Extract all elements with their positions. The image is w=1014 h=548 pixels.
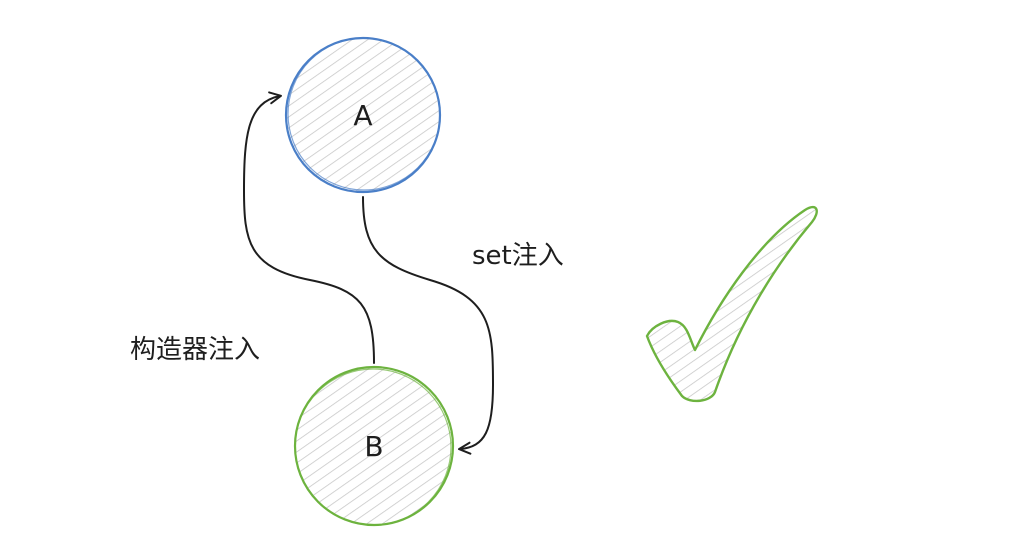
edge-a-to-b: set注入: [362, 196, 564, 455]
node-a: A: [284, 36, 442, 194]
checkmark-icon-shape: [645, 205, 818, 403]
checkmark-icon: [645, 205, 818, 403]
edge-a-to-b-arrow: [362, 196, 495, 455]
node-b-circle-sketch: [294, 368, 452, 526]
node-a-label: A: [353, 99, 372, 132]
edge-a-to-b-label: set注入: [472, 241, 564, 271]
node-b: B: [293, 365, 455, 527]
edge-b-to-a: 构造器注入: [130, 91, 375, 365]
edge-b-to-a-label: 构造器注入: [130, 335, 260, 365]
node-a-circle-sketch: [287, 37, 441, 191]
edge-b-to-a-arrow: [242, 91, 375, 364]
node-b-label: B: [364, 430, 383, 463]
